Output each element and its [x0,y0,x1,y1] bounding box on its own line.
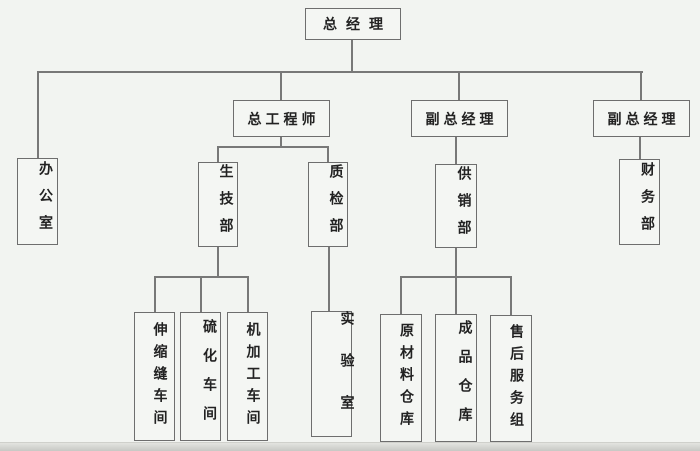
node-laboratory: 实验室 [311,311,354,437]
node-chief-engineer: 总工程师 [233,100,330,137]
connector-vulcanization-drop [200,276,202,313]
node-supply-sales-dept-label: 供销部 [455,165,471,247]
node-finance-dept: 财务部 [619,159,660,245]
connector-prod-tech-down [217,247,219,278]
node-ceo-label: 总经理 [323,18,392,33]
node-deputy-gm-1: 副总经理 [411,100,508,137]
scan-bottom-edge [0,442,700,451]
connector-ceo-down [351,40,353,73]
node-machining-workshop-label: 机加工车间 [244,321,260,432]
connector-deputy-gm-1-drop [458,71,460,101]
node-vulcanization-workshop: 硫化车间 [180,312,221,441]
connector-level2-bus [37,71,643,73]
node-laboratory-label: 实验室 [338,311,354,437]
node-deputy-gm-1-label: 副总经理 [425,112,498,128]
node-raw-material-warehouse-label: 原材料仓库 [398,323,413,433]
connector-deputy2-finance [639,137,641,160]
connector-quality-laboratory [328,247,330,312]
connector-chief-engineer-drop [280,71,282,101]
connector-warehouse-bus [400,276,512,278]
connector-supply-sales-down [455,248,457,315]
node-ceo: 总经理 [305,8,401,40]
node-raw-material-warehouse: 原材料仓库 [380,314,422,442]
node-deputy-gm-2-label: 副总经理 [607,112,680,128]
connector-chief-engineer-down [280,136,282,148]
connector-after-sales-drop [510,276,512,316]
connector-quality-drop [327,146,329,163]
connector-engineering-bus [217,146,329,148]
connector-deputy-gm-2-drop [640,71,642,101]
node-finished-goods-warehouse: 成品仓库 [435,314,477,442]
node-prod-tech-dept: 生技部 [198,162,238,247]
node-prod-tech-dept-label: 生技部 [217,164,233,245]
connector-prod-tech-drop [217,146,219,163]
connector-raw-material-drop [400,276,402,315]
node-supply-sales-dept: 供销部 [435,164,477,248]
node-after-sales-group: 售后服务组 [490,315,532,442]
node-expansion-joint-workshop: 伸缩缝车间 [134,312,175,441]
node-office-label: 办公室 [37,161,52,242]
connector-expansion-joint-drop [154,276,156,313]
node-chief-engineer-label: 总工程师 [247,112,320,128]
node-after-sales-group-label: 售后服务组 [508,323,523,434]
node-expansion-joint-workshop-label: 伸缩缝车间 [151,321,167,432]
node-office: 办公室 [17,158,58,245]
node-deputy-gm-2: 副总经理 [593,100,690,137]
connector-office-drop [37,71,39,159]
node-vulcanization-workshop-label: 硫化车间 [201,318,216,435]
connector-deputy1-supply-sales [455,137,457,165]
node-quality-dept: 质检部 [308,162,348,247]
node-finance-dept-label: 财务部 [639,161,654,243]
connector-machining-drop [247,276,249,313]
node-machining-workshop: 机加工车间 [227,312,268,441]
node-quality-dept-label: 质检部 [327,164,343,245]
node-finished-goods-warehouse-label: 成品仓库 [456,320,472,436]
